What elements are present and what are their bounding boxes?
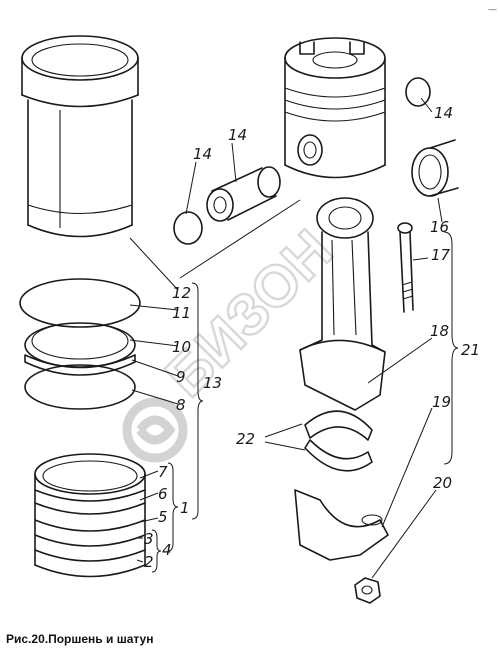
label-3: 3 bbox=[144, 530, 154, 548]
connecting-rod bbox=[299, 197, 386, 411]
label-17: 17 bbox=[431, 246, 451, 264]
label-7: 7 bbox=[158, 463, 168, 481]
label-6: 6 bbox=[158, 485, 168, 503]
piston-rings-upper bbox=[19, 278, 141, 410]
label-21: 21 bbox=[461, 341, 480, 359]
label-10: 10 bbox=[172, 338, 191, 356]
watermark-logo-swirl-icon bbox=[136, 415, 176, 445]
label-14-left: 14 bbox=[193, 145, 212, 163]
piston-rings-lower bbox=[34, 453, 146, 578]
label-18: 18 bbox=[430, 322, 449, 340]
watermark: БИЗОН bbox=[122, 216, 346, 463]
watermark-logo-icon bbox=[122, 397, 188, 463]
label-13: 13 bbox=[203, 374, 222, 392]
piston bbox=[284, 37, 386, 179]
bolt-nut bbox=[354, 577, 381, 604]
small-end-bushing bbox=[411, 139, 459, 197]
label-9: 9 bbox=[176, 368, 186, 386]
label-1: 1 bbox=[180, 499, 190, 517]
conrod-bolt bbox=[397, 222, 414, 313]
label-2: 2 bbox=[144, 553, 154, 571]
label-20: 20 bbox=[433, 474, 452, 492]
label-11: 11 bbox=[172, 304, 191, 322]
label-14-right: 14 bbox=[434, 104, 453, 122]
brackets bbox=[151, 231, 459, 573]
piston-pin bbox=[206, 166, 281, 222]
label-5: 5 bbox=[158, 508, 168, 526]
conrod-cap bbox=[294, 489, 389, 561]
label-22: 22 bbox=[236, 430, 255, 448]
part-labels: 14 14 14 16 17 18 21 19 22 20 12 11 10 9… bbox=[144, 104, 480, 571]
label-19: 19 bbox=[432, 393, 451, 411]
label-15: 14 bbox=[228, 126, 247, 144]
circlip-left bbox=[173, 211, 203, 245]
circlip-right bbox=[405, 77, 431, 107]
bearing-shells bbox=[304, 410, 373, 472]
label-4: 4 bbox=[162, 541, 172, 559]
leader-lines bbox=[129, 97, 443, 579]
label-12: 12 bbox=[172, 284, 191, 302]
cylinder-liner bbox=[21, 35, 139, 238]
label-16: 16 bbox=[430, 218, 449, 236]
figure-caption: Рис.20.Поршень и шатун bbox=[6, 632, 153, 646]
label-8: 8 bbox=[176, 396, 186, 414]
corner-mark: — bbox=[488, 5, 497, 15]
